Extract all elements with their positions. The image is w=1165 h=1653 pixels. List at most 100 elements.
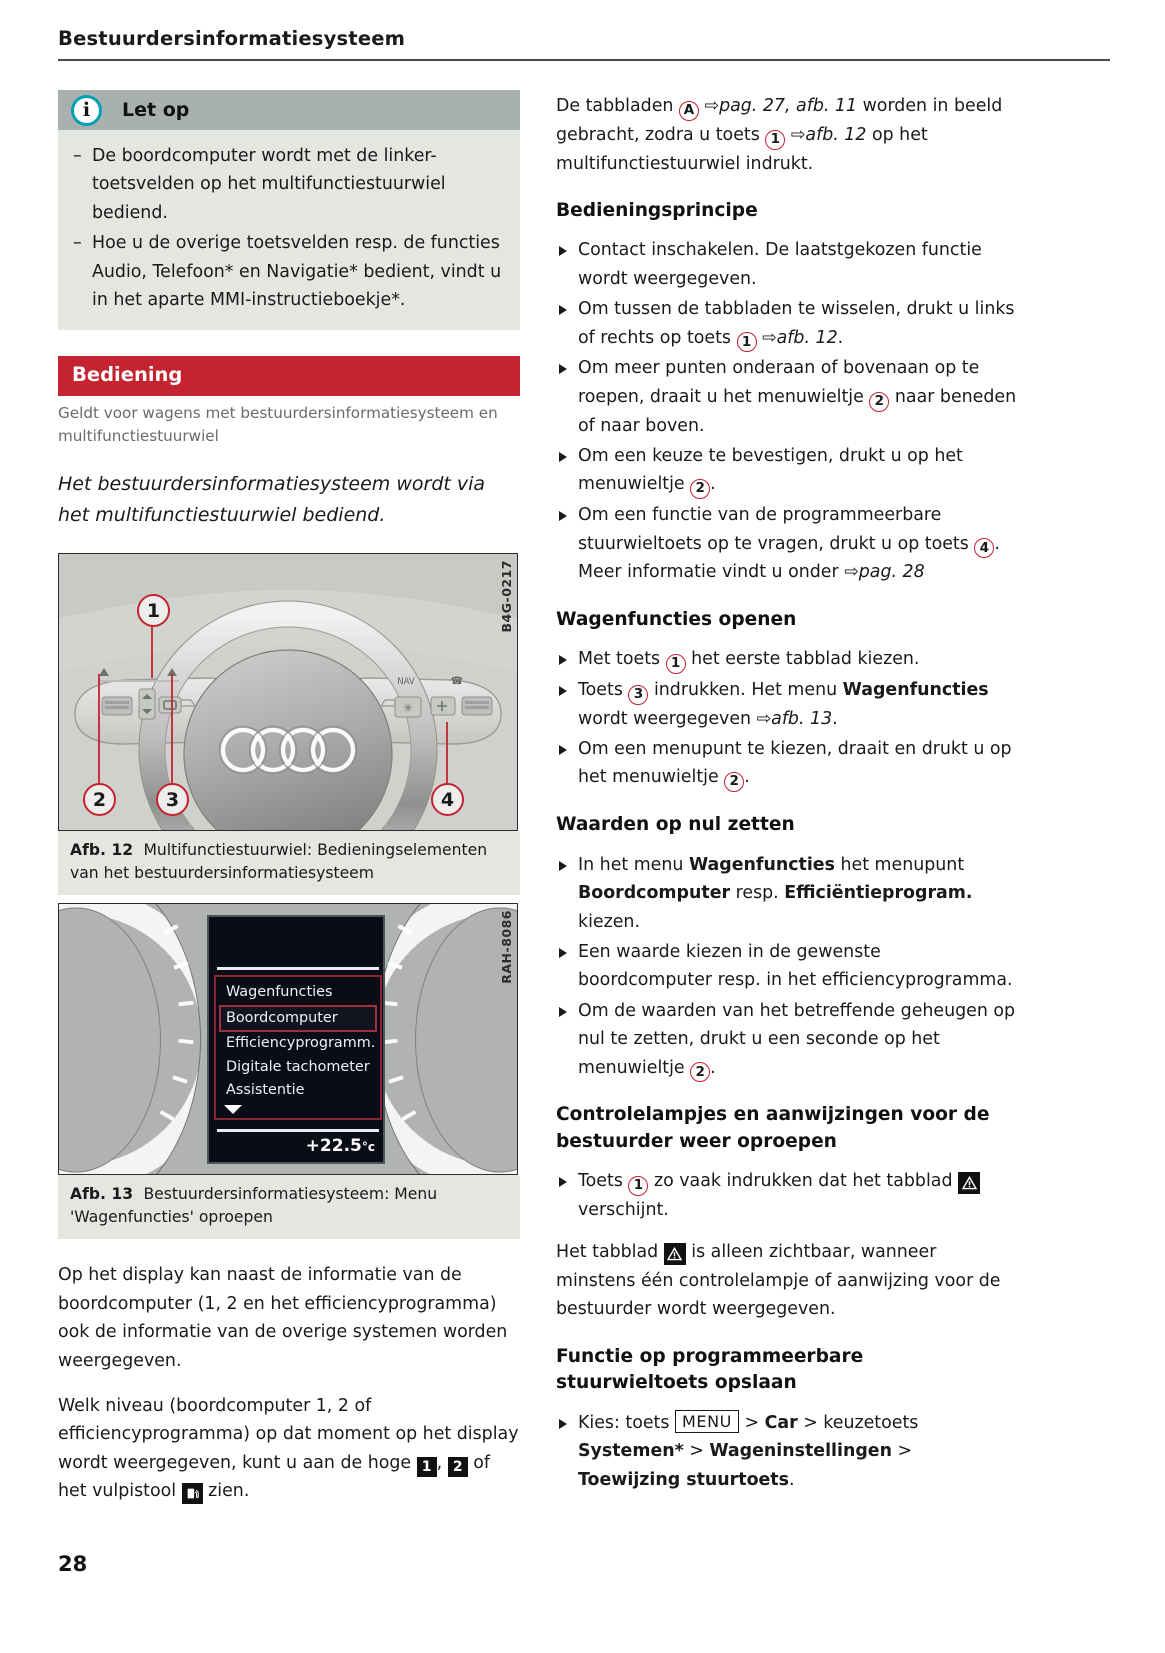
svg-text:NAV: NAV — [397, 677, 415, 687]
controlelampjes-paragraph: Het tabblad is alleen zichtbaar, wanneer… — [556, 1238, 1018, 1323]
svg-text:✳: ✳ — [403, 701, 413, 715]
warning-triangle-icon — [958, 1172, 981, 1195]
cross-ref-arrow-icon: ⇨ — [756, 708, 772, 729]
intro-text-4: op het multifunctiestuurwiel indrukt. — [556, 124, 928, 174]
bullet-text: Om tussen de tabbladen te wisselen, druk… — [578, 299, 1015, 348]
heading-controlelampjes: Controlelampjes en aanwijzingen voor de … — [556, 1104, 990, 1152]
figure-13-image: Wagenfuncties Boordcomputer Efficiencypr… — [58, 903, 518, 1176]
bullet-text: In het menu — [578, 854, 689, 875]
dis-menu-item[interactable]: Assistentie — [226, 1082, 305, 1099]
bullet-text-end: naar beneden of naar boven. — [578, 386, 1017, 436]
left-paragraph-2: Welk niveau (boordcomputer 1, 2 of effic… — [58, 1392, 520, 1506]
figure-13: Wagenfuncties Boordcomputer Efficiencypr… — [58, 903, 520, 1240]
bullet-item: Om een functie van de programmeerbare st… — [556, 501, 1018, 587]
cross-ref[interactable]: afb. 13 — [771, 708, 833, 729]
figure-12-callout-4: 4 — [431, 783, 464, 817]
dis-temperature: +22.5°c — [306, 1136, 375, 1156]
figure-12-callout-2: 2 — [83, 783, 116, 817]
menu-name-systemen: Systemen* — [578, 1441, 684, 1462]
bullet-item: Toets 1 zo vaak indrukken dat het tabbla… — [556, 1167, 1018, 1224]
bullet-text-mid: indrukken. Het menu — [648, 679, 843, 700]
bullet-item: In het menu Wagenfuncties het menupunt B… — [556, 851, 1018, 936]
bullet-text-mid: het menupunt — [834, 854, 965, 875]
warning-triangle-icon — [663, 1243, 686, 1266]
left-paragraph-2-mid: , — [436, 1452, 448, 1473]
right-button-group: ✳ NAV ☎ — [394, 676, 493, 718]
bullet-text-mid2: resp. — [730, 883, 785, 904]
bullet-text-end: verschijnt. — [578, 1200, 669, 1221]
info-icon: i — [71, 94, 102, 126]
intro-text-3: worden in beeld gebracht, zodra u toets — [556, 96, 1003, 145]
menu-name-boordcomputer: Boordcomputer — [578, 883, 731, 904]
figure-12-code: B4G-0217 — [499, 560, 514, 633]
menu-key-button[interactable]: MENU — [674, 1409, 739, 1433]
cross-ref[interactable]: pag. 28 — [858, 562, 925, 583]
figure-13-caption: Afb. 13 Bestuurdersinformatiesysteem: Me… — [58, 1175, 520, 1240]
bullet-item: Om de waarden van het betreffende geheug… — [556, 997, 1018, 1083]
cross-ref-arrow-icon: ⇨ — [762, 327, 777, 348]
bullet-text: Om een functie van de programmeerbare st… — [578, 505, 975, 554]
sep-3: > — [683, 1441, 710, 1462]
note-box-title: Let op — [122, 99, 190, 121]
menu-name-wagenfuncties: Wagenfuncties — [842, 679, 989, 700]
svg-text:☎: ☎ — [451, 676, 463, 687]
dis-menu-item[interactable]: Wagenfuncties — [226, 984, 333, 1001]
dis-menu-item[interactable]: Digitale tachometer — [226, 1058, 370, 1075]
section-heading-bediening: Bediening — [58, 356, 520, 397]
menu-name-toewijzing-stuurtoets: Toewijzing stuurtoets — [578, 1469, 789, 1490]
dis-menu-item[interactable]: Efficiencyprogramm. — [226, 1035, 376, 1052]
dis-temperature-unit: °c — [361, 1140, 375, 1155]
bullet-text-end: . — [710, 474, 716, 495]
bullet-text: Om een menupunt te kiezen, draait en dru… — [578, 739, 1012, 788]
fuel-pump-icon — [181, 1483, 203, 1505]
figure-13-code: RAH-8086 — [499, 910, 514, 985]
right-gauge — [375, 904, 517, 1175]
heading-bedieningsprincipe: Bedieningsprincipe — [556, 199, 758, 221]
cross-ref-1[interactable]: pag. 27, afb. 11 — [719, 96, 858, 116]
level-badge-2: 2 — [447, 1456, 468, 1477]
bullet-text-mid: zo vaak indrukken dat het tabblad — [648, 1171, 959, 1192]
figure-13-number: Afb. 13 — [70, 1185, 139, 1204]
cross-ref-arrow-icon: ⇨ — [790, 124, 806, 145]
menu-name-wageninstellingen: Wageninstellingen — [709, 1441, 892, 1462]
dis-temperature-value: +22.5 — [305, 1136, 362, 1157]
note-list-item: Hoe u de overige toetsvelden resp. de fu… — [58, 229, 520, 314]
left-paragraph-2-part3: zien. — [202, 1481, 250, 1502]
circle-ref-3: 3 — [628, 684, 649, 705]
figure-12-callout-1: 1 — [137, 594, 170, 628]
bullet-item: Om tussen de tabbladen te wisselen, druk… — [556, 295, 1018, 353]
list-wagenfuncties-openen: Met toets 1 het eerste tabblad kiezen. T… — [556, 645, 1018, 793]
menu-name-efficientieprogram: Efficiëntieprogram. — [784, 883, 973, 904]
circle-ref-2: 2 — [690, 479, 711, 500]
bullet-text: Om een keuze te bevestigen, drukt u op h… — [578, 445, 963, 495]
cross-ref-arrow-icon: ⇨ — [704, 96, 720, 116]
dis-menu-item-selected[interactable]: Boordcomputer — [219, 1004, 377, 1033]
bullet-item: Om een menupunt te kiezen, draait en dru… — [556, 735, 1018, 793]
note-box: i Let op De boordcomputer wordt met de l… — [58, 90, 520, 331]
heading-wagenfuncties-openen: Wagenfuncties openen — [556, 608, 797, 630]
list-controlelampjes: Toets 1 zo vaak indrukken dat het tabbla… — [556, 1167, 1018, 1224]
circle-ref-A: A — [678, 100, 699, 121]
cross-ref-2[interactable]: afb. 12 — [805, 124, 867, 145]
cross-ref[interactable]: afb. 12 — [776, 327, 838, 348]
circle-ref-2: 2 — [724, 772, 745, 793]
left-paragraph-2-part1: Welk niveau (boordcomputer 1, 2 of effic… — [58, 1396, 519, 1473]
bullet-text: Om meer punten onderaan of bovenaan op t… — [578, 358, 980, 407]
bullet-item: Om meer punten onderaan of bovenaan op t… — [556, 354, 1018, 440]
bullet-item: Met toets 1 het eerste tabblad kiezen. — [556, 645, 1018, 674]
circle-ref-4: 4 — [974, 538, 995, 559]
left-paragraph-1: Op het display kan naast de informatie v… — [58, 1265, 508, 1371]
list-waarden-op-nul-zetten: In het menu Wagenfuncties het menupunt B… — [556, 851, 1018, 1083]
bullet-text-end: . — [744, 767, 750, 788]
figure-12-caption: Afb. 12 Multifunctiestuurwiel: Bediening… — [58, 831, 520, 896]
level-badge-1: 1 — [416, 1456, 437, 1477]
down-arrow-icon — [224, 1105, 242, 1115]
left-paragraph-2-part2: of het vulpistool — [58, 1452, 490, 1502]
figure-12-image: ✳ NAV ☎ — [58, 553, 518, 832]
paragraph-part-1: Het tabblad — [556, 1242, 664, 1263]
bullet-item: Contact inschakelen. De laatstgekozen fu… — [556, 236, 1018, 293]
bullet-text: Toets — [578, 1171, 629, 1192]
bullet-text: Om de waarden van het betreffende geheug… — [578, 1000, 1016, 1078]
right-intro-paragraph: De tabbladen A ⇨pag. 27, afb. 11 worden … — [556, 92, 1018, 178]
list-functie-opslaan: Kies: toets MENU > Car > keuzetoets Syst… — [556, 1409, 1018, 1494]
